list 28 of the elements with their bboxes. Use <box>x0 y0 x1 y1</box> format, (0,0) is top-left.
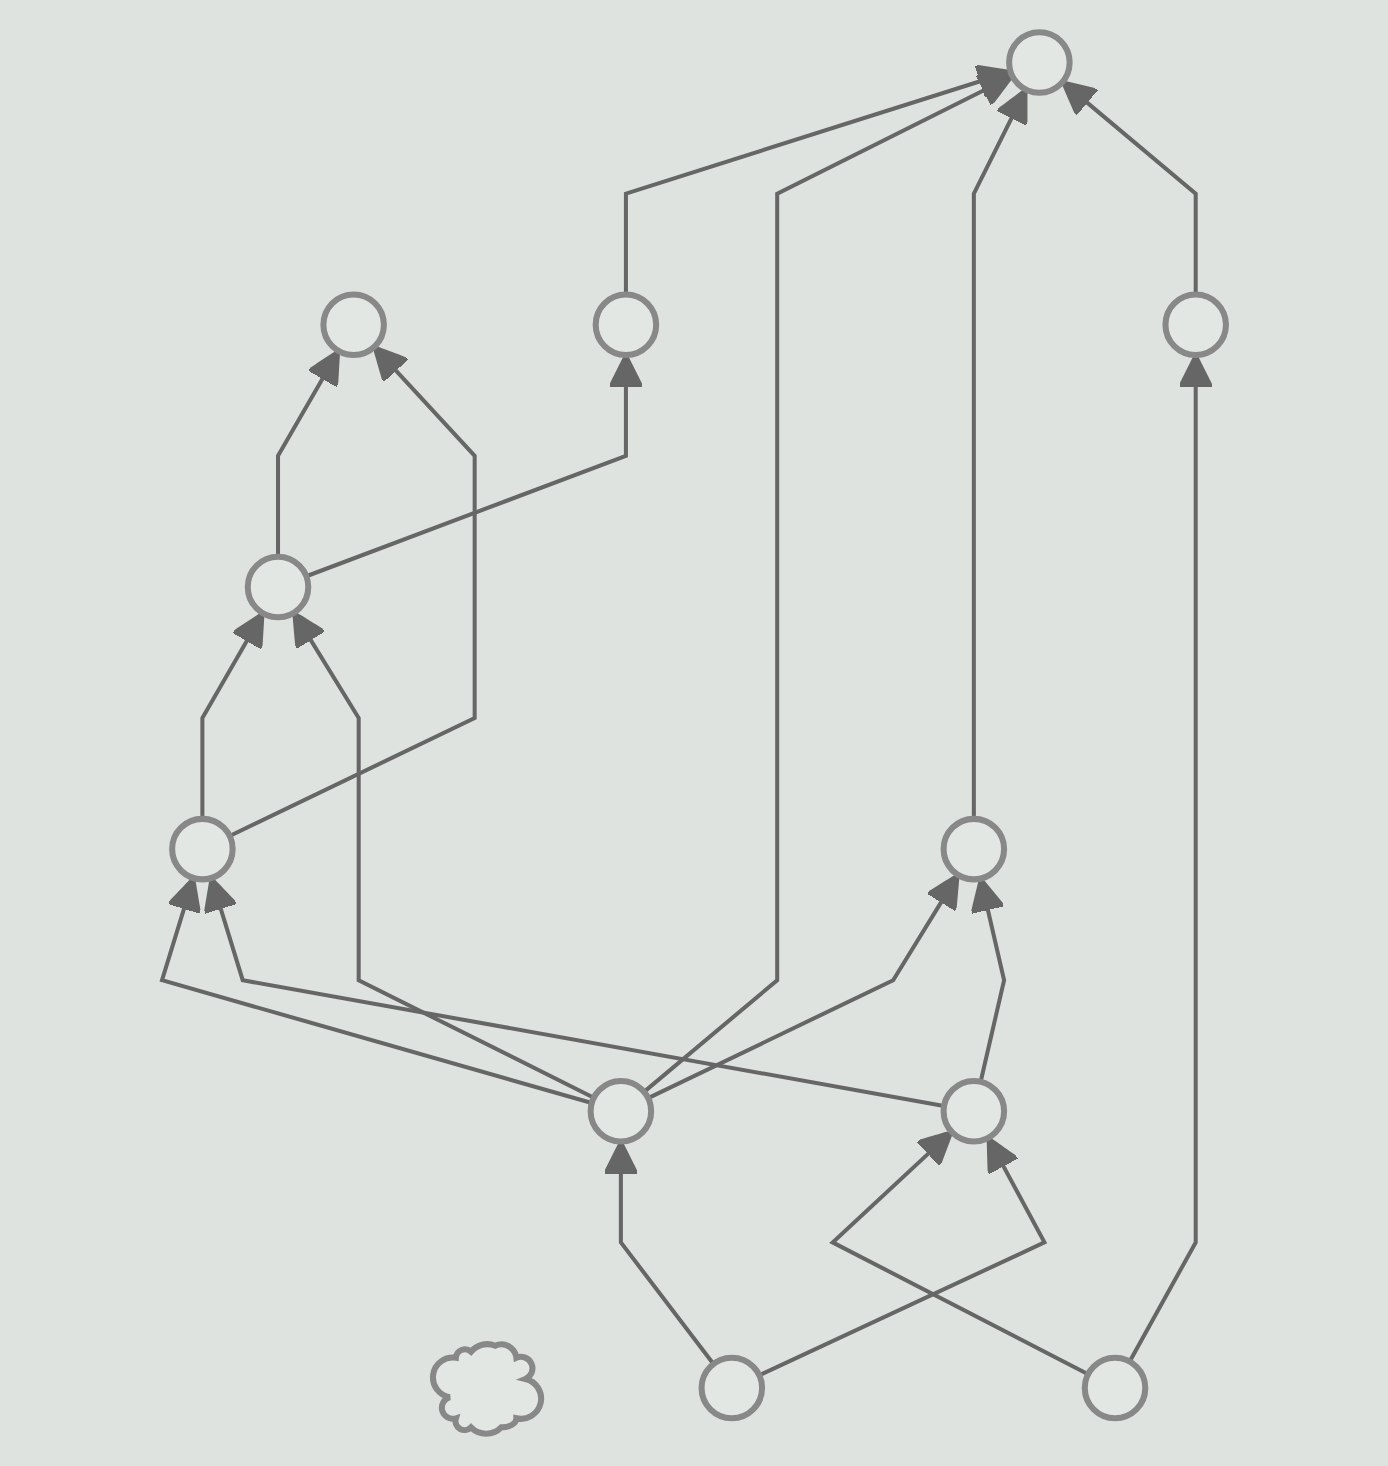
arrow <box>829 1130 1090 1376</box>
arrow <box>228 345 477 838</box>
arrow <box>276 349 341 557</box>
circle-node <box>698 1354 766 1422</box>
arrow <box>758 1136 1048 1378</box>
arrow <box>623 64 1013 295</box>
circle-node <box>169 815 236 883</box>
circle-node <box>940 815 1008 883</box>
arrow <box>1127 353 1214 1363</box>
arrow <box>642 74 1014 1094</box>
circle-node <box>1162 291 1229 358</box>
arrow <box>971 87 1028 819</box>
circle-node <box>244 553 312 621</box>
arrow <box>203 876 945 1108</box>
arrow <box>970 876 1007 1083</box>
circle-node <box>1006 29 1073 96</box>
arrow <box>200 611 265 819</box>
circle-node <box>1081 1354 1149 1422</box>
circle-node <box>940 1078 1008 1145</box>
circle-node <box>592 291 660 358</box>
arrow <box>1060 80 1198 295</box>
circle-node <box>587 1078 655 1145</box>
arrow <box>292 611 595 1100</box>
circle-node <box>320 291 387 358</box>
arrow <box>305 353 644 579</box>
arrow <box>647 873 960 1100</box>
cloud-shape <box>429 1341 545 1437</box>
arrow <box>159 876 593 1105</box>
